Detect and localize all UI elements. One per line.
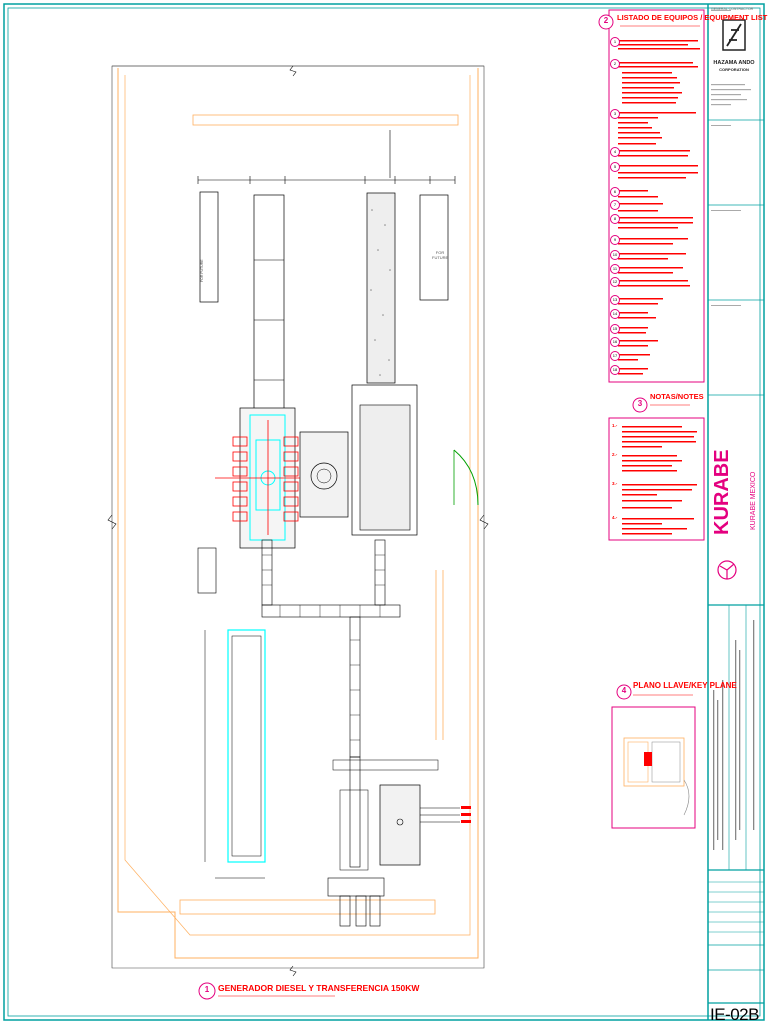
key-plane-number: 4	[621, 686, 627, 695]
notes-number-badge	[632, 397, 648, 413]
equipment-item-number: 13	[610, 295, 620, 305]
key-plane-highlight	[644, 752, 652, 766]
notes-number: 3	[637, 399, 643, 408]
equipment-item-number: 18	[610, 365, 620, 375]
brand-name: KURABE	[711, 449, 733, 535]
equipment-item-number: 14	[610, 309, 620, 319]
equipment-item-number: 15	[610, 324, 620, 334]
equipment-item-number: 10	[610, 250, 620, 260]
equipment-item-number: 3	[610, 109, 620, 119]
company-sub: CORPORATION	[719, 67, 749, 72]
equipment-list-panel	[598, 9, 705, 383]
equipment-item-number: 6	[610, 187, 620, 197]
company-logo-icon	[722, 19, 746, 51]
notes-panel	[608, 397, 705, 541]
brand-sub: KURABE MEXICO	[750, 471, 757, 530]
brand-logo: KURABE	[711, 449, 733, 535]
drawing-title-number: 1	[204, 985, 210, 994]
sheet-frame	[3, 3, 765, 1021]
concrete-slab	[366, 192, 396, 384]
sheet-inner-frame	[7, 7, 761, 1017]
note-item-number: 2.-	[612, 452, 618, 457]
cable-tray	[261, 539, 401, 868]
drawing-title-badge	[198, 982, 216, 1000]
future-label-left: FOR FUTURE	[200, 259, 204, 282]
equipment-item-number: 7	[610, 200, 620, 210]
equipment-item-number: 5	[610, 162, 620, 172]
company-name: HAZAMA ANDO	[713, 60, 755, 66]
generator-footprint	[227, 629, 266, 863]
equipment-item-number: 17	[610, 351, 620, 361]
equipment-item-number: 4	[610, 147, 620, 157]
equipment-item-number: 16	[610, 337, 620, 347]
drawing-title: GENERADOR DIESEL Y TRANSFERENCIA 150KW	[218, 983, 420, 993]
equipment-item-number: 1	[610, 37, 620, 47]
equipment-item-number: 12	[610, 277, 620, 287]
contractor-label: GENERAL CONTRACTOR	[711, 7, 754, 11]
title-block	[707, 4, 764, 1020]
note-item-number: 4.-	[612, 515, 618, 520]
equipment-item-number: 8	[610, 214, 620, 224]
equipment-item-number: 2	[610, 59, 620, 69]
equipment-item-number: 11	[610, 264, 620, 274]
future-label-right: FOR FUTURE	[432, 250, 449, 260]
brand-sub-container: KURABE MEXICO	[742, 472, 760, 530]
key-plane-panel	[611, 684, 696, 829]
notes-title: NOTAS/NOTES	[650, 392, 704, 401]
equipment-list-number: 2	[603, 16, 609, 25]
note-item-number: 1.-	[612, 423, 618, 428]
key-plane-title: PLANO LLAVE/KEY PLANE	[633, 681, 737, 690]
site-plan	[107, 65, 489, 977]
equipment-list-title: LISTADO DE EQUIPOS / EQUIPMENT LIST	[617, 13, 768, 22]
note-item-number: 3.-	[612, 481, 618, 486]
sheet-id: IE-02B	[710, 1005, 759, 1024]
key-plane-number-badge	[616, 684, 632, 700]
equipment-list-number-badge	[598, 14, 614, 30]
equipment-item-number: 9	[610, 235, 620, 245]
